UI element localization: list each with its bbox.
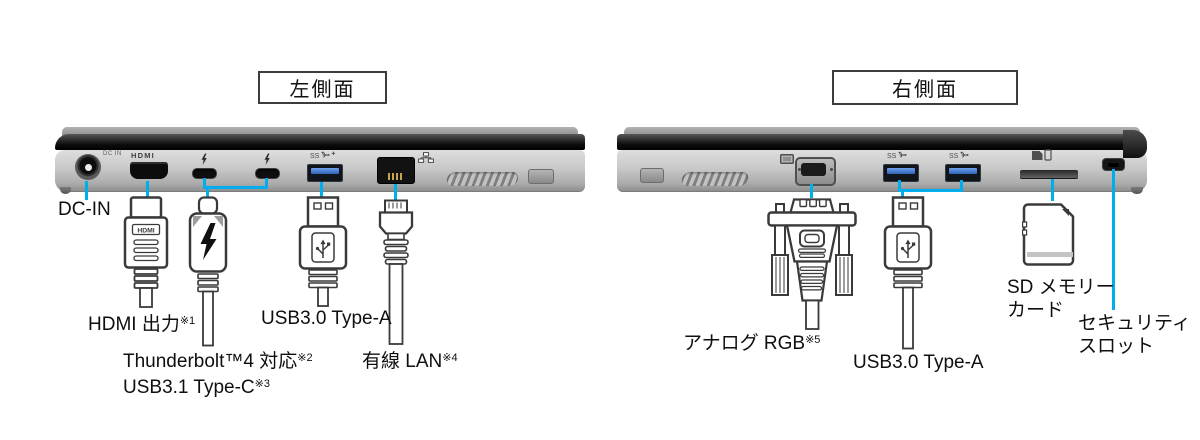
security-slot-label: セキュリティ スロット	[1078, 313, 1191, 357]
thunderbolt-icon	[264, 153, 270, 165]
hdmi-plug-marking: HDMI	[137, 228, 154, 235]
callout-line-thunderbolt-2	[265, 178, 268, 189]
callout-bracket-usb-right	[898, 189, 963, 192]
usb-a-label-left: USB3.0 Type-A	[261, 308, 392, 329]
callout-bracket-thunderbolt	[203, 186, 268, 189]
callout-line-security	[1112, 169, 1115, 310]
security-slot-slit	[1108, 162, 1119, 167]
thunderbolt-plug-illustration	[188, 196, 228, 347]
laptop-lid-dark-edge	[55, 134, 585, 150]
callout-line-thunderbolt-1	[203, 178, 206, 189]
callout-line-dc-in	[85, 181, 88, 200]
usb-a-plug-illustration	[883, 196, 933, 350]
usb3-port-1	[883, 164, 919, 182]
vga-screw	[798, 168, 801, 171]
footnote-2: ※2	[297, 352, 313, 364]
vga-port	[795, 157, 836, 186]
hdmi-port	[130, 162, 168, 179]
vga-plug-illustration	[767, 198, 857, 330]
right-side-header-label: 右側面	[892, 79, 958, 101]
svg-text:SS: SS	[949, 153, 959, 160]
vent-grille	[445, 172, 520, 186]
callout-drop-usb-right	[901, 192, 904, 198]
laptop-lid-edge	[62, 127, 578, 136]
lan-plug-illustration	[378, 199, 414, 345]
vent-grille	[680, 172, 750, 186]
callout-line-sd	[1051, 179, 1054, 201]
footnote-5: ※5	[805, 334, 821, 346]
callout-line-usb-right-1	[898, 180, 901, 192]
callout-line-lan	[394, 184, 397, 200]
usb-trident-icon	[315, 239, 331, 258]
usb-tongue	[887, 168, 915, 174]
laptop-foot	[1131, 187, 1143, 194]
dc-in-label: DC-IN	[58, 199, 111, 220]
dc-in-marking: DC IN	[103, 151, 122, 157]
sd-card-illustration	[1022, 203, 1075, 266]
vga-thumbscrew	[771, 254, 853, 296]
lan-pins	[388, 173, 404, 180]
dc-in-port	[75, 154, 101, 180]
dc-in-pin	[84, 163, 92, 171]
analog-rgb-label: アナログ RGB※5	[683, 333, 821, 354]
laptop-lid-edge	[624, 127, 1140, 136]
hinge-cap	[1123, 130, 1147, 158]
hdmi-output-label: HDMI 出力※1	[88, 314, 196, 335]
svg-text:SS: SS	[310, 153, 320, 160]
usb3-port-2	[945, 164, 981, 182]
usb-ss-icon: SS	[949, 151, 969, 160]
callout-line-usb-left	[320, 182, 323, 198]
sd-card-icon	[1032, 149, 1052, 161]
callout-line-vga	[810, 184, 813, 198]
thunderbolt-icon	[201, 153, 207, 165]
laptop-right-side-view: SS SS	[617, 127, 1147, 194]
vga-screw	[830, 168, 833, 171]
usb-ss-icon: SS	[887, 151, 907, 160]
left-side-header-label: 左側面	[289, 79, 356, 101]
left-side-header: 左側面	[258, 71, 387, 104]
usb-a-plug-illustration	[298, 196, 348, 307]
hdmi-plug-illustration: HDMI	[123, 196, 169, 308]
laptop-foot	[60, 187, 71, 194]
usb-tongue	[311, 168, 339, 174]
lan-label: 有線 LAN※4	[362, 351, 458, 372]
side-button	[528, 169, 554, 184]
usb-trident-icon	[900, 239, 916, 258]
side-latch	[640, 168, 664, 183]
network-icon	[418, 152, 434, 163]
vga-port-hole	[801, 163, 826, 176]
svg-text:SS: SS	[887, 153, 897, 160]
display-icon	[780, 154, 794, 164]
thunderbolt-label: Thunderbolt™4 対応※2 USB3.1 Type-C※3	[123, 351, 313, 398]
usb3-port	[307, 164, 343, 182]
sd-card-slot	[1020, 170, 1078, 179]
footnote-3: ※3	[254, 378, 270, 390]
sd-card-label: SD メモリー カード	[1007, 277, 1115, 321]
laptop-lid-dark-edge	[617, 134, 1147, 150]
lan-port	[377, 157, 415, 184]
right-side-header: 右側面	[832, 70, 1018, 105]
callout-drop-thunderbolt	[206, 189, 209, 198]
callout-line-usb-right-2	[960, 180, 963, 192]
footnote-4: ※4	[442, 352, 458, 364]
usb-a-label-right: USB3.0 Type-A	[853, 352, 984, 373]
usb-tongue	[949, 168, 977, 174]
usb-ss-charge-icon: SS	[310, 151, 336, 160]
callout-line-hdmi	[146, 181, 149, 197]
hdmi-logo-marking: HDMI	[131, 151, 155, 160]
thunderbolt-icon	[200, 223, 217, 260]
footnote-1: ※1	[179, 315, 196, 327]
